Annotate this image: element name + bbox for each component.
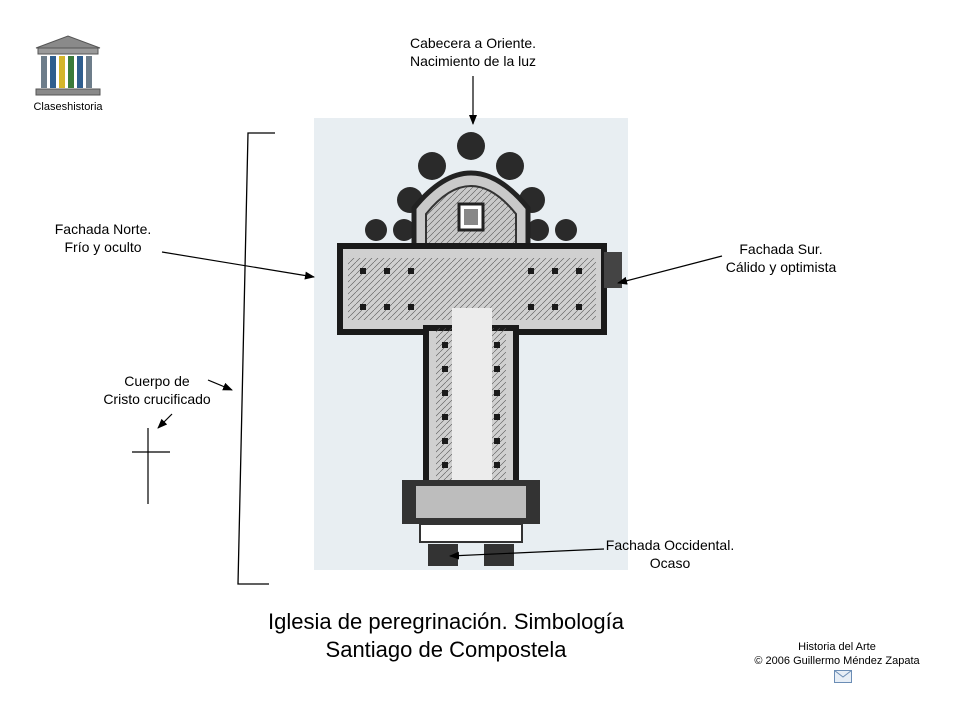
west-arrow	[449, 548, 605, 560]
north-arrow	[161, 251, 315, 280]
cross-symbol	[132, 428, 170, 504]
label-north: Fachada Norte.Frío y oculto	[54, 221, 152, 255]
label-east: Cabecera a Oriente.Nacimiento de la luz	[409, 35, 537, 69]
cathedral-plan	[337, 132, 622, 566]
body-arrow-bracket	[207, 379, 233, 391]
south-arrow	[617, 255, 723, 285]
label-west: Fachada Occidental.Ocaso	[605, 537, 735, 571]
logo[interactable]: Claseshistoria	[28, 34, 108, 118]
footer-credits: Historia del Arte© 2006 Guillermo Méndez…	[754, 641, 920, 667]
logo-caption: Claseshistoria	[33, 101, 103, 113]
floor-plan-image	[314, 118, 628, 570]
temple-icon	[35, 35, 101, 96]
body-arrow-cross	[157, 413, 173, 429]
label-south: Fachada Sur.Cálido y optimista	[725, 241, 837, 275]
body-bracket	[237, 132, 275, 585]
envelope-icon[interactable]	[834, 670, 852, 683]
